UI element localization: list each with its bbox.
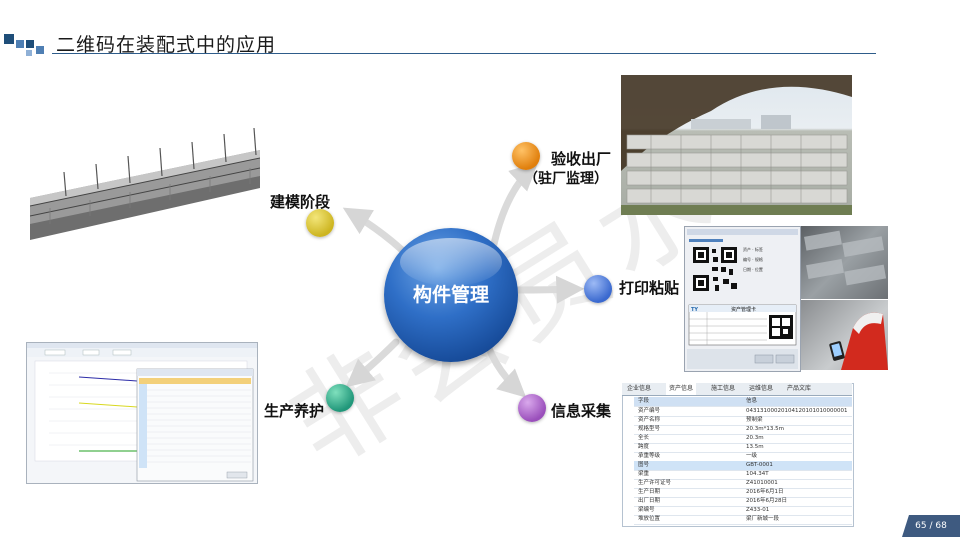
- title-divider: [52, 53, 876, 54]
- scan-photo-bottom-drawing: [829, 312, 888, 370]
- tab-enterprise-info[interactable]: 企业信息: [627, 385, 652, 392]
- arrow-to-print: [514, 275, 585, 304]
- node-modeling-label: 建模阶段: [270, 193, 331, 211]
- table-cell-field: 生产日期: [638, 489, 661, 495]
- arrow-to-modeling: [342, 207, 406, 254]
- node-print-label: 打印粘贴: [619, 279, 680, 297]
- curing-software-screenshot: [26, 342, 258, 484]
- bim-model-drawing: [30, 127, 260, 240]
- table-row[interactable]: 生产许可证号 Z41010001: [634, 479, 852, 489]
- tab-product-library[interactable]: 产品文库: [787, 385, 812, 392]
- table-row[interactable]: 跨度 13.5m: [634, 443, 852, 453]
- svg-text:日期 · 位置: 日期 · 位置: [743, 266, 763, 272]
- scan-photo-top: [801, 226, 888, 299]
- table-header-field: 字段: [638, 398, 650, 404]
- svg-text:资产 · 标签: 资产 · 标签: [743, 246, 763, 252]
- asset-info-tabbar: 企业信息 资产信息 施工信息 运维信息 产品文库: [622, 383, 852, 396]
- table-cell-field: 跨度: [638, 444, 650, 450]
- table-cell-value: Z41010001: [746, 480, 778, 486]
- center-hub: 构件管理: [384, 228, 518, 362]
- table-cell-field: 承重等级: [638, 453, 661, 459]
- node-collect-label: 信息采集: [551, 402, 612, 420]
- table-row[interactable]: 出厂日期 2016年6月28日: [634, 497, 852, 507]
- table-cell-field: 资产名称: [638, 417, 661, 423]
- table-cell-value: Z433-01: [746, 507, 770, 513]
- table-cell-value: 04313100020104120101010000001: [746, 408, 848, 414]
- table-row[interactable]: 资产编号 04313100020104120101010000001: [634, 407, 852, 417]
- table-cell-value: GBT-0001: [746, 462, 773, 468]
- table-row[interactable]: 全长 20.3m: [634, 434, 852, 444]
- arrow-to-acceptance: [490, 162, 539, 248]
- scan-photo-top-drawing: [804, 230, 887, 286]
- qr-label-drawing: 资产 · 标签 编号 · 规格 日期 · 位置 TY 资产管理卡: [687, 229, 798, 369]
- table-row[interactable]: 生产日期 2016年6月1日: [634, 488, 852, 498]
- node-acceptance-sublabel: （驻厂监理）: [524, 171, 608, 187]
- table-header-row: 字段 信息: [634, 397, 852, 407]
- table-cell-value: 13.5m: [746, 444, 764, 450]
- tab-construction-info[interactable]: 施工信息: [711, 385, 736, 392]
- curing-software-drawing: [27, 343, 257, 482]
- table-cell-value: 20.3m: [746, 435, 764, 441]
- table-cell-field: 出厂日期: [638, 498, 661, 504]
- table-row[interactable]: 图号 GBT-0001: [634, 461, 852, 471]
- table-row[interactable]: 规格型号 20.3m*13.5m: [634, 425, 852, 435]
- page-indicator: 65 / 68: [902, 515, 960, 537]
- tab-asset-info[interactable]: 资产信息: [666, 383, 697, 395]
- table-header-value: 信息: [746, 398, 758, 404]
- table-cell-field: 图号: [638, 462, 650, 468]
- arrow-to-curing: [345, 338, 400, 388]
- table-cell-value: 梁厂新城一段: [746, 516, 780, 522]
- page-title: 二维码在装配式中的应用: [56, 34, 277, 56]
- node-curing-label: 生产养护: [264, 402, 325, 420]
- label-card-brand: TY: [691, 307, 698, 313]
- table-cell-value: 2016年6月28日: [746, 498, 787, 504]
- table-row[interactable]: 堆放位置 梁厂新城一段: [634, 515, 852, 525]
- table-cell-field: 梁编号: [638, 507, 655, 513]
- precast-yard-drawing: [621, 75, 852, 215]
- table-cell-field: 全长: [638, 435, 650, 441]
- svg-text:编号 · 规格: 编号 · 规格: [743, 256, 763, 262]
- label-card-title: 资产管理卡: [731, 306, 756, 313]
- table-row[interactable]: 梁重 104.34T: [634, 470, 852, 480]
- table-cell-field: 堆放位置: [638, 516, 661, 522]
- table-row[interactable]: 梁编号 Z433-01: [634, 506, 852, 516]
- qr-label-screenshot: 资产 · 标签 编号 · 规格 日期 · 位置 TY 资产管理卡: [684, 226, 801, 372]
- arrow-to-collect: [484, 342, 527, 398]
- node-acceptance-label: 验收出厂: [551, 150, 612, 168]
- scan-photo-bottom: [801, 300, 888, 370]
- node-curing-dot: [326, 384, 354, 412]
- node-modeling-dot: [306, 209, 334, 237]
- tab-maintenance-info[interactable]: 运维信息: [749, 385, 774, 392]
- table-cell-value: 预制梁: [746, 417, 763, 423]
- bim-model-image: [30, 120, 260, 252]
- table-cell-value: 一级: [746, 453, 758, 459]
- table-cell-field: 梁重: [638, 471, 650, 477]
- table-row[interactable]: 资产名称 预制梁: [634, 416, 852, 426]
- table-cell-value: 104.34T: [746, 471, 769, 477]
- table-cell-value: 20.3m*13.5m: [746, 426, 784, 432]
- node-acceptance-dot: [512, 142, 540, 170]
- table-cell-value: 2016年6月1日: [746, 489, 784, 495]
- table-cell-field: 规格型号: [638, 426, 661, 432]
- node-collect-dot: [518, 394, 546, 422]
- table-cell-field: 资产编号: [638, 408, 661, 414]
- node-print-dot: [584, 275, 612, 303]
- table-cell-field: 生产许可证号: [638, 480, 672, 486]
- precast-yard-photo: [621, 75, 852, 215]
- center-hub-label: 构件管理: [412, 284, 489, 306]
